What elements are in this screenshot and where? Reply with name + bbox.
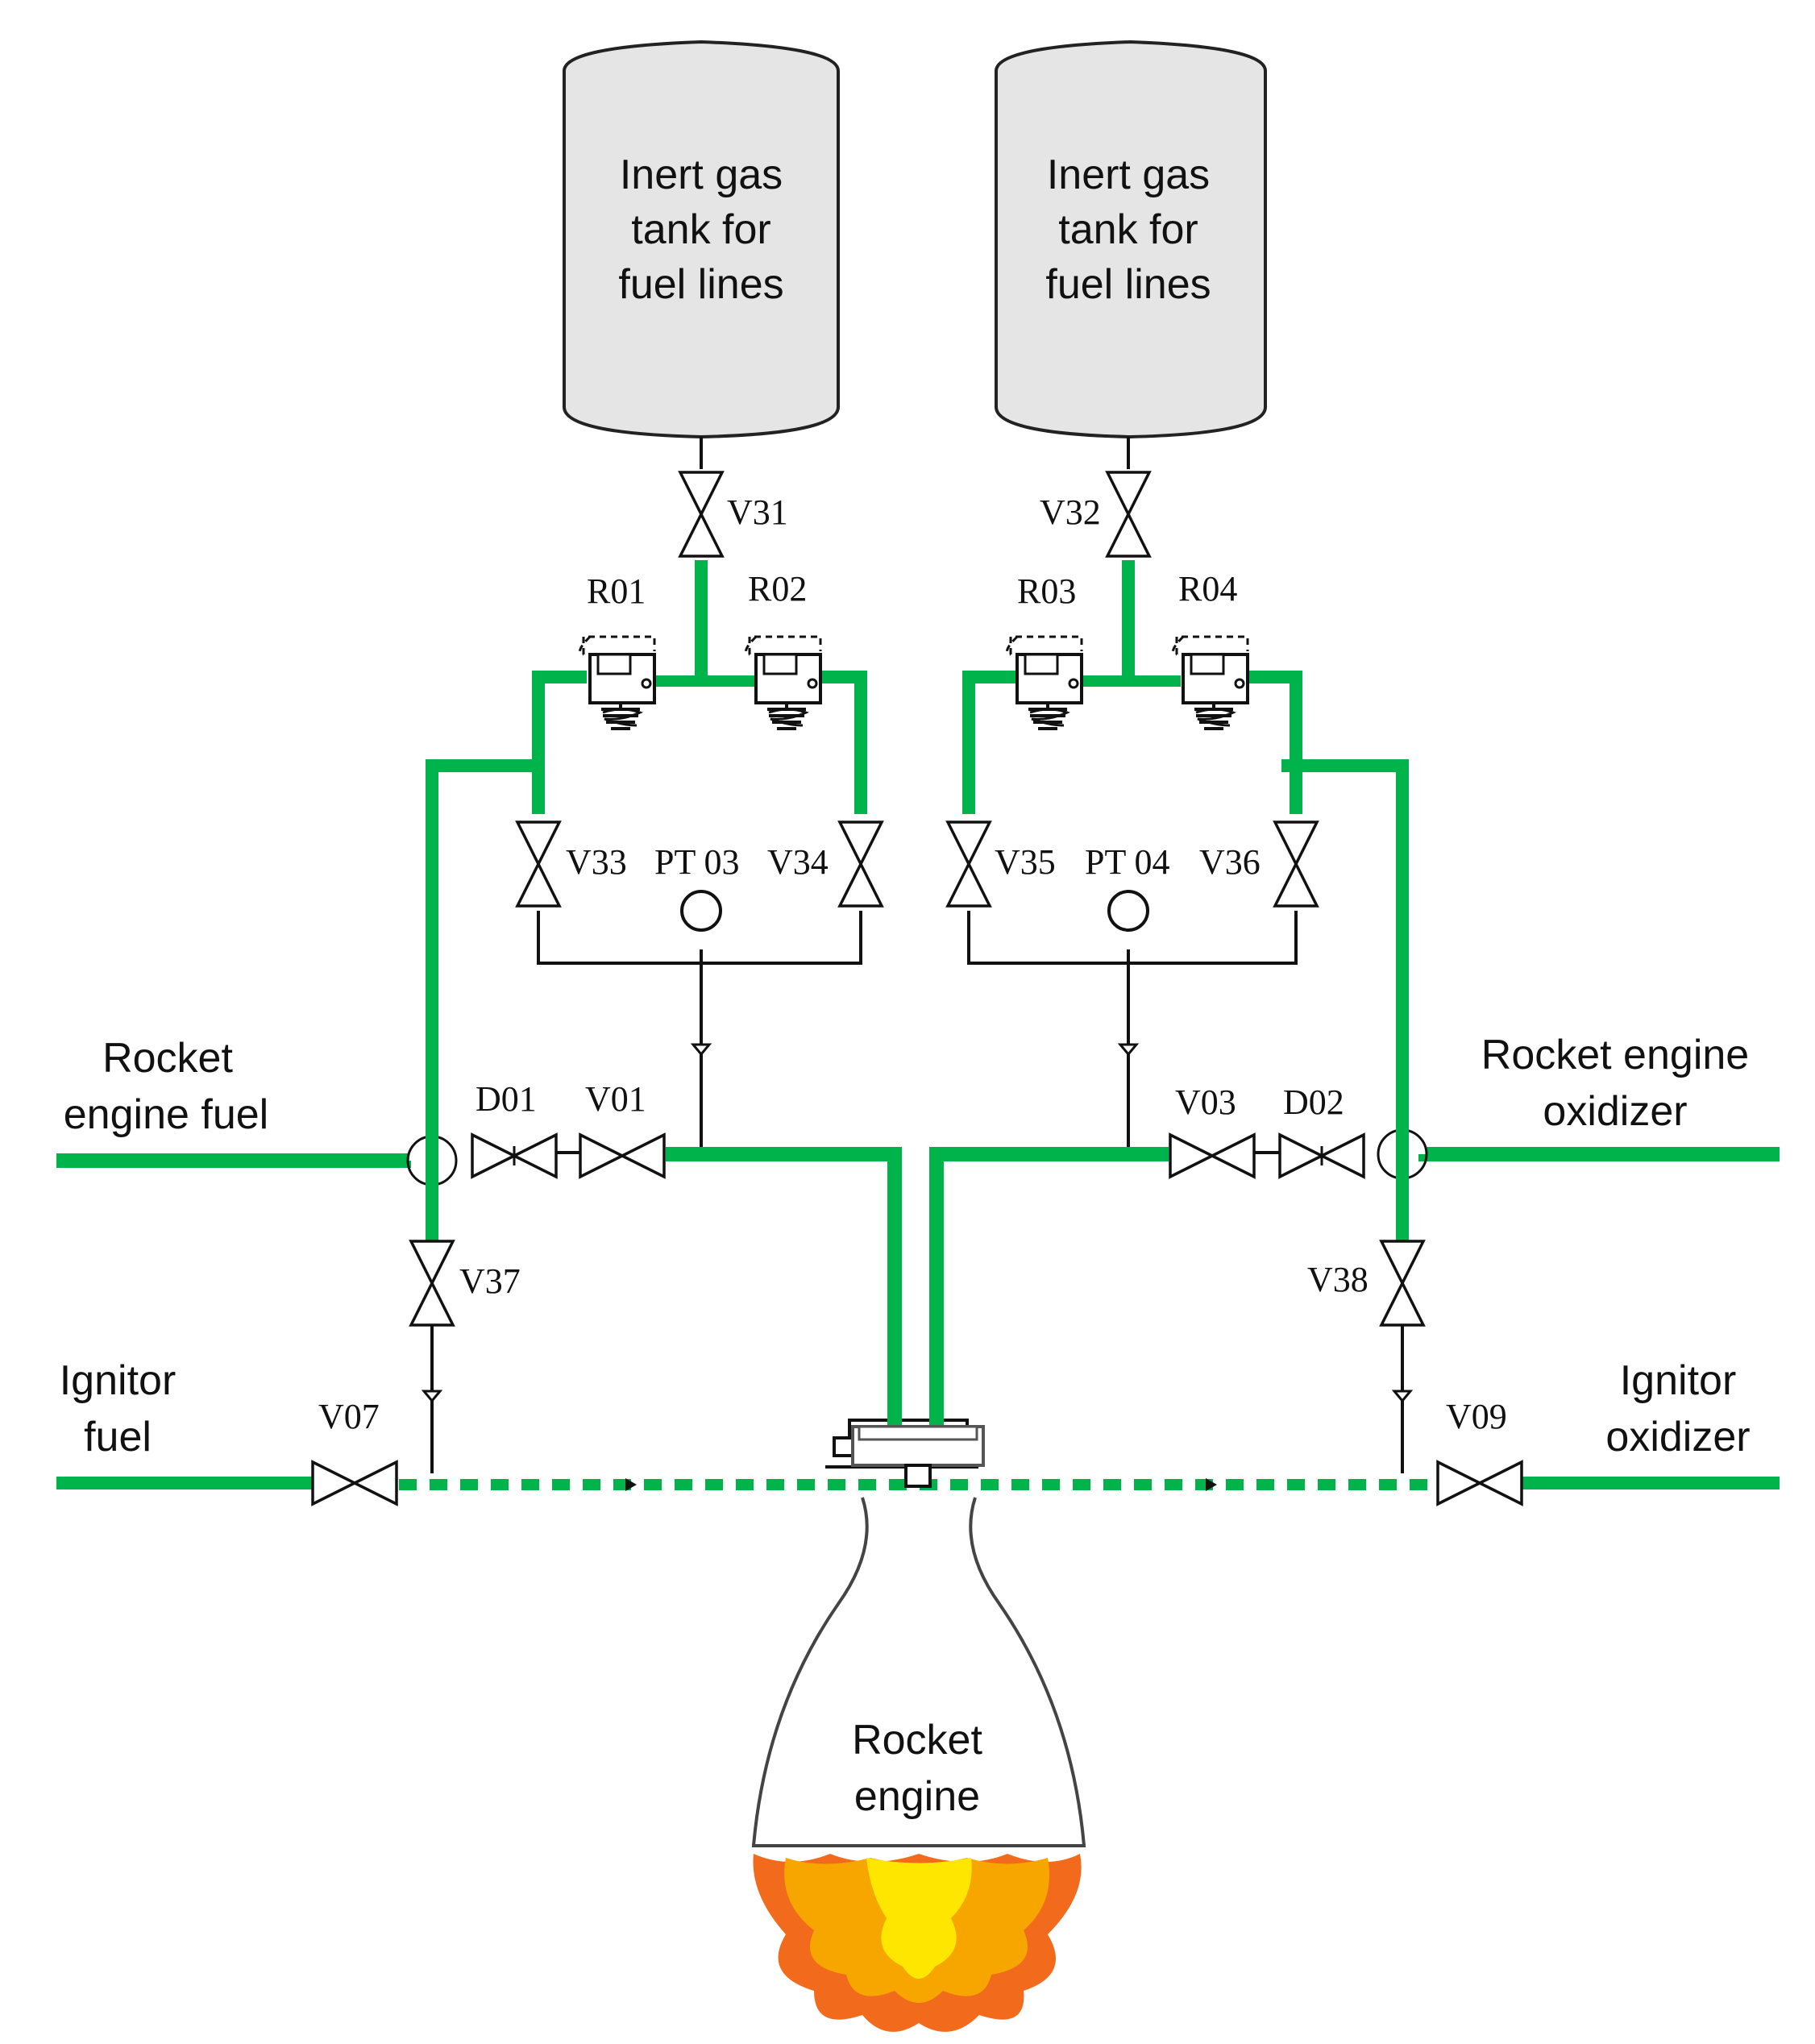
check-marks	[513, 1146, 1323, 1165]
check-valve-right	[1119, 1027, 1138, 1069]
label-v36: V36	[1199, 842, 1261, 882]
label-v01: V01	[585, 1079, 646, 1119]
label-v33: V33	[566, 842, 627, 882]
label-v07: V07	[318, 1397, 380, 1436]
label-r04: R04	[1178, 569, 1237, 609]
valve-v37[interactable]	[409, 1240, 455, 1327]
engine-label-2: engine	[854, 1773, 980, 1820]
inert-gas-tank-left: Inert gas tank for fuel lines	[563, 39, 840, 439]
label-engine-fuel-1: Rocket	[102, 1035, 233, 1082]
label-engine-oxidizer-2: oxidizer	[1543, 1088, 1687, 1135]
pressure-sensor-pt03	[680, 890, 722, 932]
valve-v36[interactable]	[1273, 821, 1319, 908]
label-v32: V32	[1040, 492, 1101, 532]
valve-v38[interactable]	[1380, 1240, 1425, 1327]
tank-left-line-3: fuel lines	[618, 261, 783, 308]
engine-flame	[753, 1854, 1082, 2032]
label-ignitor-fuel-1: Ignitor	[60, 1357, 177, 1404]
tank-left-line-1: Inert gas	[620, 152, 783, 198]
instrument-lines	[430, 437, 1404, 1473]
label-v09: V09	[1446, 1397, 1507, 1436]
label-d02: D02	[1283, 1082, 1344, 1122]
label-d01: D01	[476, 1079, 537, 1119]
component-labels: V31 V32 R01 R02 R03 R04 V33 PT 03 V34 V3…	[318, 492, 1507, 1436]
label-v34: V34	[767, 842, 829, 882]
regulator-r01[interactable]	[578, 635, 656, 730]
label-ignitor-oxidizer-2: oxidizer	[1605, 1414, 1750, 1460]
tank-right-line-2: tank for	[1058, 206, 1198, 253]
valve-v33[interactable]	[516, 821, 561, 908]
green-pipes	[56, 560, 1780, 1490]
flow-arrow-left	[625, 1478, 637, 1491]
valve-v32[interactable]	[1106, 471, 1151, 558]
label-v31: V31	[727, 492, 788, 532]
valve-v34[interactable]	[838, 821, 883, 908]
label-r03: R03	[1017, 571, 1076, 611]
rocket-engine: Rocket engine	[751, 1425, 1086, 1847]
tank-right-line-3: fuel lines	[1045, 261, 1211, 308]
label-ignitor-fuel-2: fuel	[84, 1414, 152, 1460]
valve-v35[interactable]	[946, 821, 991, 908]
regulator-r04[interactable]	[1171, 635, 1249, 730]
label-r02: R02	[748, 569, 807, 609]
label-engine-fuel-2: engine fuel	[64, 1091, 268, 1138]
label-ignitor-oxidizer-1: Ignitor	[1620, 1357, 1737, 1404]
line-crossovers	[406, 1124, 1428, 1193]
valve-v09[interactable]	[1436, 1460, 1523, 1506]
label-v03: V03	[1175, 1082, 1236, 1122]
tank-left-line-2: tank for	[631, 206, 770, 253]
label-engine-oxidizer-1: Rocket engine	[1481, 1032, 1749, 1078]
tank-right-line-1: Inert gas	[1047, 152, 1210, 198]
valve-v07[interactable]	[311, 1460, 398, 1506]
valve-v31[interactable]	[679, 471, 724, 558]
label-v37: V37	[459, 1261, 521, 1301]
engine-label-1: Rocket	[852, 1717, 982, 1764]
check-valve-v38	[1393, 1373, 1412, 1415]
pressure-sensor-pt04	[1107, 890, 1149, 932]
regulator-r02[interactable]	[744, 635, 822, 730]
check-valve-left	[692, 1027, 711, 1069]
valve-v03[interactable]	[1169, 1133, 1256, 1178]
regulator-r03[interactable]	[1005, 635, 1083, 730]
label-v38: V38	[1307, 1260, 1369, 1299]
valve-v01[interactable]	[579, 1133, 666, 1178]
label-pt03: PT 03	[654, 842, 740, 882]
flow-arrow-right	[1206, 1478, 1217, 1491]
label-pt04: PT 04	[1085, 842, 1170, 882]
check-valve-v37	[422, 1373, 442, 1415]
inert-gas-tank-right: Inert gas tank for fuel lines	[995, 39, 1267, 439]
line-labels: Rocket engine fuel Rocket engine oxidize…	[60, 1032, 1751, 1460]
label-r01: R01	[587, 571, 646, 611]
label-v35: V35	[995, 842, 1056, 882]
